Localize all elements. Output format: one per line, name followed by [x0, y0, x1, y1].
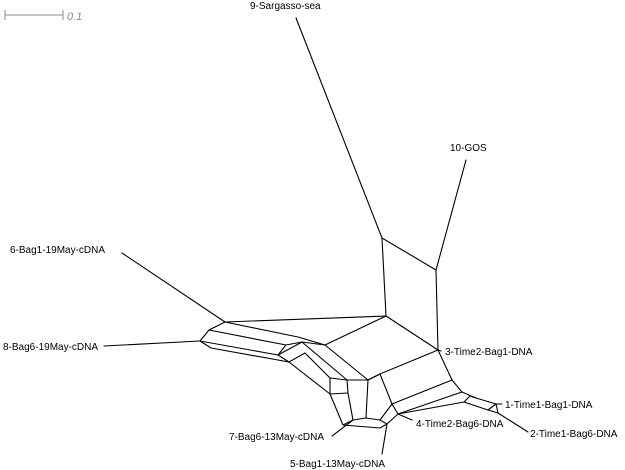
pendant-edges: [103, 17, 529, 455]
net-edge-21: [347, 392, 381, 421]
taxon-label-time2-bag6-dna: 4-Time2-Bag6-DNA: [416, 419, 504, 430]
scale-bar-value: 0.1: [67, 11, 82, 23]
net-edge-25: [379, 403, 399, 421]
net-edge-12: [324, 344, 369, 381]
net-edge-34: [495, 403, 499, 414]
scale-bar: 0.1: [4, 10, 82, 23]
edge-bag1-13may: [381, 423, 388, 455]
net-edge-10: [277, 344, 287, 356]
net-edge-7: [208, 329, 303, 346]
net-edge-17: [346, 379, 349, 394]
taxon-label-sargasso-sea: 9-Sargasso-sea: [250, 1, 321, 12]
net-edge-19: [379, 373, 393, 405]
split-network: [199, 237, 499, 429]
edge-time1-bag6: [497, 412, 529, 433]
net-edge-8: [199, 340, 306, 363]
net-edge-18: [367, 349, 439, 381]
net-edge-31: [461, 391, 497, 405]
net-edge-14: [304, 352, 369, 381]
taxon-label-bag6-13may-cdna: 7-Bag6-13May-cDNA: [229, 432, 324, 443]
edge-gos: [435, 159, 467, 271]
taxon-label-gos: 10-GOS: [450, 143, 487, 154]
net-edge-26: [342, 423, 388, 429]
net-edge-5: [199, 321, 226, 342]
net-edge-11: [324, 315, 387, 346]
taxon-label-bag1-13may-cdna: 5-Bag1-13May-cDNA: [290, 459, 385, 470]
net-edge-30: [397, 401, 499, 415]
net-edge-9: [277, 354, 290, 363]
net-edge-32: [463, 395, 477, 403]
net-edge-33: [487, 403, 497, 411]
net-edge-28: [391, 379, 453, 405]
edge-bag6-19may: [103, 340, 201, 347]
net-edge-2: [381, 237, 439, 351]
net-edge-3: [224, 315, 387, 323]
net-edge-22: [365, 379, 369, 419]
net-edge-29: [397, 391, 463, 415]
taxon-label-time2-bag1-dna: 3-Time2-Bag1-DNA: [445, 347, 533, 358]
edge-bag1-19may: [121, 252, 226, 323]
net-edge-13: [301, 341, 348, 381]
net-edge-4: [224, 321, 326, 346]
edge-sargasso-sea: [295, 17, 383, 239]
net-edge-6: [199, 340, 326, 356]
taxon-label-bag6-19may-cdna: 8-Bag6-19May-cDNA: [3, 342, 98, 353]
edge-bag6-13may: [331, 419, 354, 437]
net-edge-23: [367, 373, 381, 381]
taxon-labels: 9-Sargasso-sea 10-GOS 6-Bag1-19May-cDNA …: [3, 1, 618, 470]
taxon-label-time1-bag6-dna: 2-Time1-Bag6-DNA: [530, 429, 618, 440]
taxon-label-bag1-19may-cdna: 6-Bag1-19May-cDNA: [10, 245, 105, 256]
edge-time2-bag6: [397, 413, 413, 421]
taxon-label-time1-bag1-dna: 1-Time1-Bag1-DNA: [505, 400, 593, 411]
